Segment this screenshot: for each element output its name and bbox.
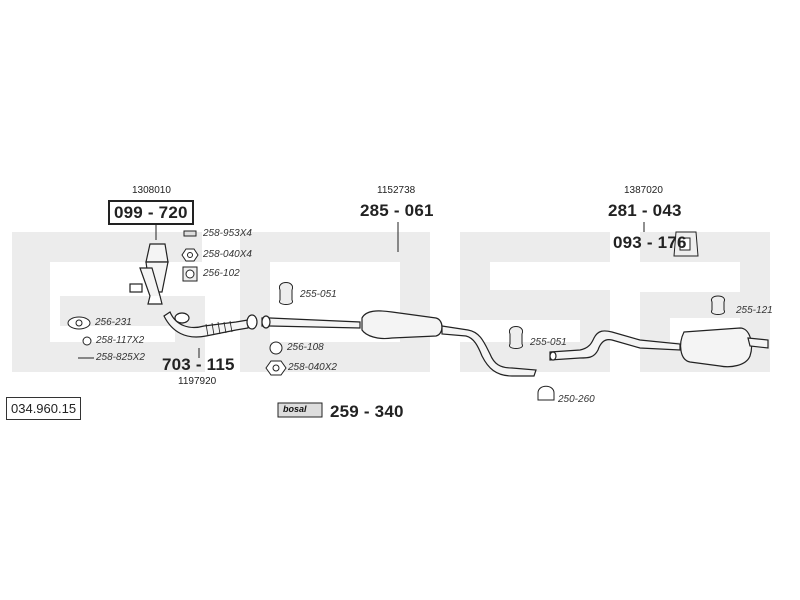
rubber-mount-icon-3 — [711, 295, 725, 315]
fitting-258-040x2[interactable]: 258-040X2 — [288, 362, 337, 373]
paste-tube-icon — [277, 402, 323, 418]
rubber-mount-icon — [279, 282, 293, 305]
bosal-watermark — [12, 232, 770, 372]
washer-icon — [82, 336, 92, 346]
fitting-258-117x2[interactable]: 258-117X2 — [96, 335, 145, 346]
fitting-256-102[interactable]: 256-102 — [203, 268, 240, 279]
flex-pipe-drawing — [163, 311, 258, 338]
rear-silencer-part-number[interactable]: 281 - 043 — [608, 201, 682, 220]
flex-pipe-ref: 1197920 — [178, 376, 217, 387]
rear-silencer-ref: 1387020 — [624, 185, 663, 196]
middle-silencer-ref: 1152738 — [377, 185, 416, 196]
mounting-kit-part-number[interactable]: 093 - 176 — [613, 233, 687, 252]
rubber-mount-icon-2 — [509, 326, 523, 349]
rear-silencer-drawing — [549, 327, 769, 368]
bosal-paste-part-number[interactable]: 259 - 340 — [330, 402, 404, 421]
flex-pipe-part-number[interactable]: 703 - 115 — [162, 355, 235, 374]
ring-gasket-icon — [269, 341, 283, 355]
fitting-256-231[interactable]: 256-231 — [95, 317, 132, 328]
gasket-strip-icon — [183, 230, 197, 237]
fitting-255-051-a[interactable]: 255-051 — [300, 289, 337, 300]
front-pipe-part-number[interactable]: 099 - 720 — [108, 200, 194, 225]
catalog-number: 034.960.15 — [6, 397, 82, 420]
fitting-258-953x4[interactable]: 258-953X4 — [203, 228, 252, 239]
front-pipe-ref: 1308010 — [132, 185, 171, 196]
clamp-icon — [537, 385, 555, 401]
fitting-258-040x4[interactable]: 258-040X4 — [203, 249, 252, 260]
front-pipe-drawing — [129, 243, 169, 305]
fitting-256-108[interactable]: 256-108 — [287, 342, 324, 353]
fitting-250-260[interactable]: 250-260 — [558, 394, 595, 405]
bosal-paste-brand: bosal — [283, 404, 307, 414]
fitting-258-825x2[interactable]: 258-825X2 — [96, 352, 145, 363]
fitting-255-051-b[interactable]: 255-051 — [530, 337, 567, 348]
middle-silencer-drawing — [261, 310, 537, 377]
middle-silencer-part-number[interactable]: 285 - 061 — [360, 201, 434, 220]
fitting-255-121[interactable]: 255-121 — [736, 305, 773, 316]
leader-lines — [155, 222, 645, 358]
fitting-icons — [67, 230, 725, 418]
